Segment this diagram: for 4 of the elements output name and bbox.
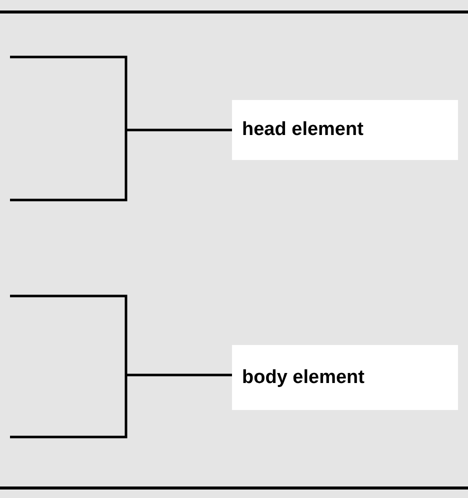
label-text: body element (242, 366, 364, 388)
label-box (232, 345, 458, 410)
label-box (232, 100, 458, 160)
label-text: head element (242, 119, 364, 141)
